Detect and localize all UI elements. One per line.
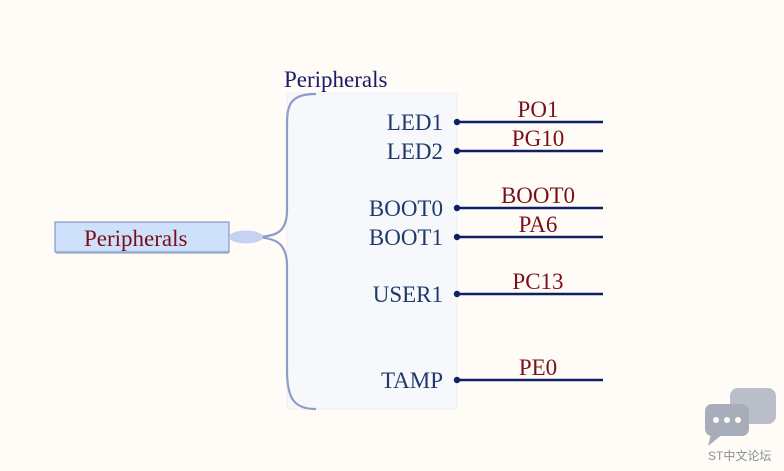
pin-dot — [453, 290, 461, 298]
net-label: PA6 — [519, 212, 558, 237]
root-connector — [229, 230, 263, 244]
net-label: BOOT0 — [501, 183, 575, 208]
pin-label: TAMP — [381, 368, 443, 393]
pin-dot — [453, 376, 461, 384]
watermark: ST中文论坛 — [705, 388, 776, 463]
net-label: PE0 — [519, 355, 557, 380]
pin-row: TAMP PE0 — [381, 355, 603, 393]
pin-label: USER1 — [373, 282, 443, 307]
pin-label: BOOT0 — [369, 196, 443, 221]
watermark-text: ST中文论坛 — [708, 448, 771, 463]
pin-label: LED2 — [387, 139, 443, 164]
group-panel — [286, 92, 458, 410]
chat-bubbles-icon — [705, 388, 776, 446]
pin-rows: LED1PO1LED2PG10BOOT0BOOT0BOOT1PA6USER1PC… — [369, 97, 603, 393]
pin-row: LED2 PG10 — [387, 126, 603, 164]
net-label: PC13 — [512, 269, 563, 294]
root-node-label: Peripherals — [84, 226, 188, 251]
pin-row: BOOT1 PA6 — [369, 212, 603, 250]
root-node[interactable]: Peripherals — [54, 221, 230, 254]
group-title: Peripherals — [284, 67, 388, 92]
pin-label: LED1 — [387, 110, 443, 135]
pin-dot — [453, 147, 461, 155]
net-label: PG10 — [512, 126, 564, 151]
pin-label: BOOT1 — [369, 225, 443, 250]
pin-row: USER1 PC13 — [373, 269, 603, 307]
pin-dot — [453, 204, 461, 212]
net-label: PO1 — [518, 97, 559, 122]
pin-dot — [453, 118, 461, 126]
pin-row: LED1 PO1 — [387, 97, 603, 135]
root-node-box[interactable] — [54, 221, 230, 253]
pin-dot — [453, 233, 461, 241]
